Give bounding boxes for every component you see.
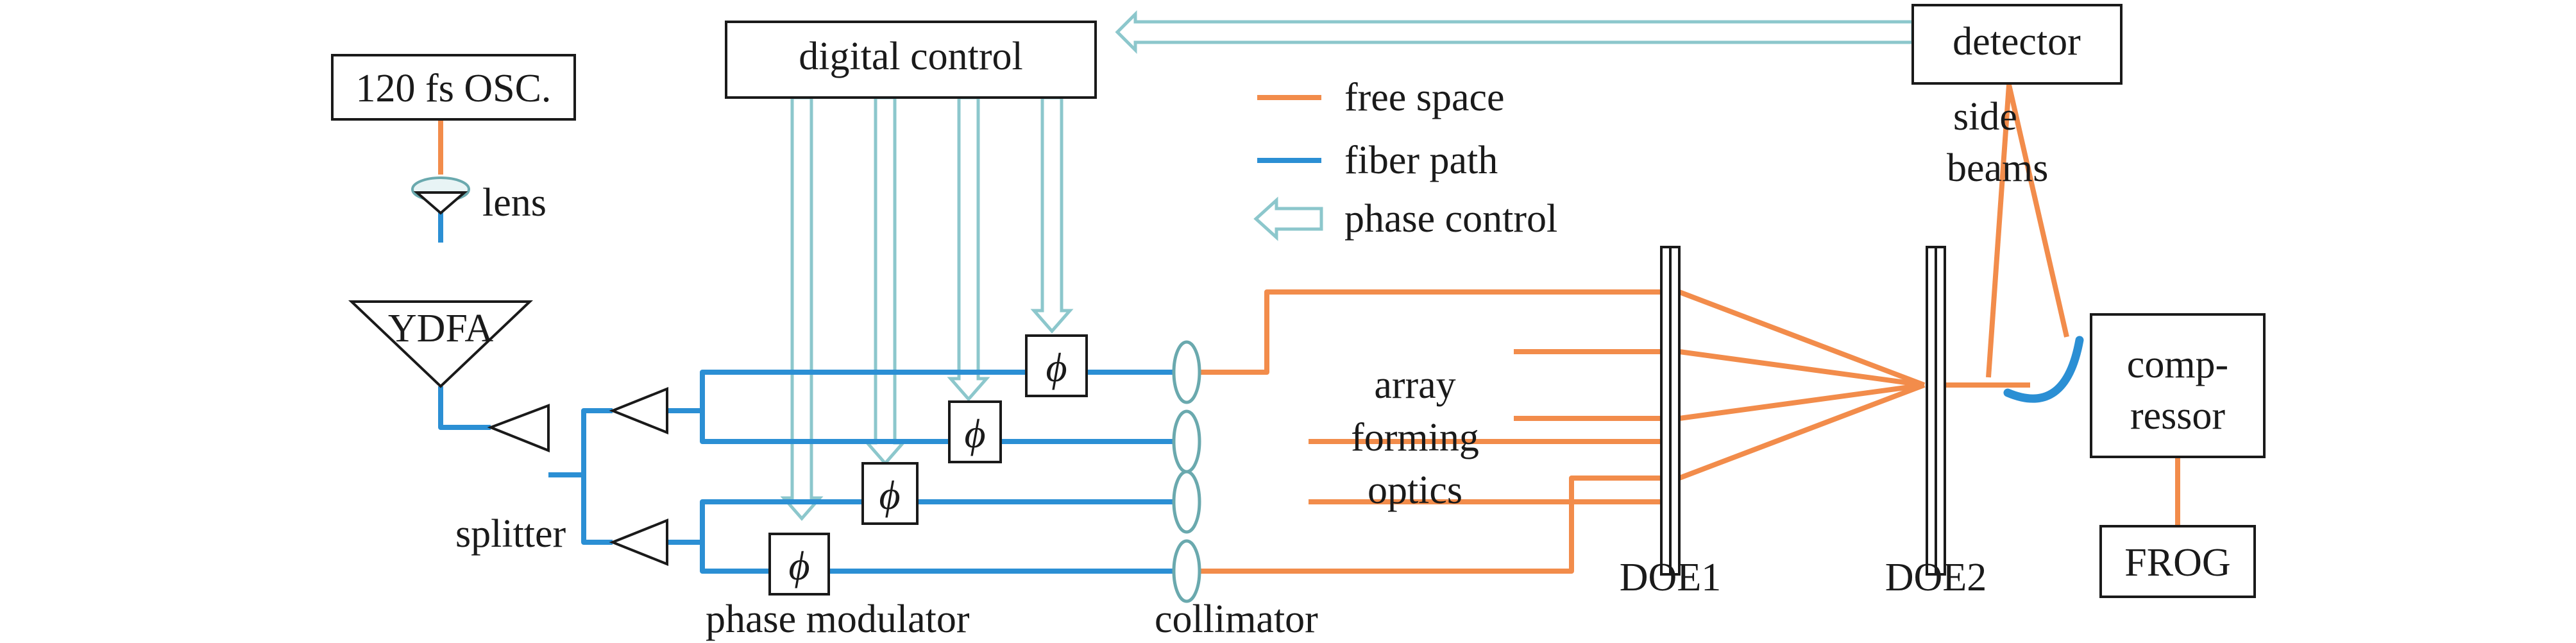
- oscillator-box: [331, 54, 576, 121]
- legend-phase-control-swatch: [1253, 196, 1323, 241]
- frog-box: [2099, 525, 2256, 598]
- splitter-1: [487, 404, 550, 452]
- digital-control-box: [725, 21, 1097, 99]
- collimators: [1172, 340, 1201, 603]
- collimator-label: collimator: [1155, 597, 1318, 641]
- splitter-label: splitter: [455, 512, 566, 556]
- phase-modulator-3: [861, 462, 919, 525]
- phase-modulator-1: [1025, 334, 1088, 397]
- frog-label: FROG: [2124, 541, 2230, 585]
- free-space-paths: [438, 84, 2180, 574]
- doe-plates: [1660, 246, 1946, 576]
- phi-symbol-2: ϕ: [964, 411, 985, 456]
- components: [348, 176, 668, 566]
- compressor-label-2: ressor: [2130, 394, 2225, 438]
- control-arrow-2: [863, 96, 907, 466]
- phi-symbol-3: ϕ: [879, 472, 900, 518]
- boxes: [331, 4, 2266, 598]
- phase-modulator-4: [768, 533, 830, 596]
- lens-label: lens: [482, 181, 547, 225]
- fiber-ydfa-to-splitter: [438, 386, 491, 430]
- legend-free-space-label: free space: [1344, 76, 1505, 119]
- text-labels: 120 fs OSC. lens YDFA splitter digital c…: [356, 20, 2231, 641]
- phase-modulator-2: [948, 400, 1002, 463]
- array-forming-label-2: forming: [1351, 416, 1479, 459]
- lens-cone-icon: [413, 191, 468, 215]
- feedback-arrow: [1115, 10, 1915, 55]
- collimator-lens-2: [1172, 409, 1201, 474]
- phi-symbol-4: ϕ: [788, 543, 809, 588]
- compressor-box: [2090, 313, 2266, 458]
- ydfa-label: YDFA: [388, 307, 493, 350]
- digital-control-label: digital control: [799, 35, 1023, 78]
- detector-box: [1911, 4, 2123, 85]
- phi-symbol-1: ϕ: [1046, 345, 1067, 390]
- curved-mirror: [2003, 336, 2084, 403]
- splitter-2: [609, 387, 668, 434]
- control-arrow-1: [780, 96, 824, 521]
- side-beams-label-1: side: [1953, 95, 2017, 139]
- ydfa-triangle: [348, 300, 534, 388]
- array-forming-label-3: optics: [1368, 468, 1462, 512]
- detector-label: detector: [1953, 20, 2081, 64]
- collimator-lens-1: [1172, 340, 1201, 404]
- collimator-lens-3: [1172, 470, 1201, 534]
- oscillator-label: 120 fs OSC.: [356, 67, 552, 110]
- control-arrow-4: [1030, 96, 1074, 334]
- collimator-lens-4: [1172, 539, 1201, 603]
- legend: free space fiber path phase control: [1253, 76, 1557, 241]
- phase-control-arrows: [780, 10, 1915, 521]
- array-forming-label-1: array: [1374, 363, 1455, 407]
- legend-phase-control-label: phase control: [1344, 197, 1557, 241]
- compressor-label-1: comp-: [2127, 343, 2228, 386]
- phase-modulator-label: phase modulator: [706, 597, 970, 641]
- doe2-label: DOE2: [1885, 556, 1987, 599]
- side-beams-label-2: beams: [1947, 146, 2048, 190]
- doe1-label: DOE1: [1620, 556, 1721, 599]
- splitter-3: [609, 519, 668, 566]
- legend-fiber-label: fiber path: [1344, 139, 1498, 182]
- control-arrow-3: [947, 96, 990, 402]
